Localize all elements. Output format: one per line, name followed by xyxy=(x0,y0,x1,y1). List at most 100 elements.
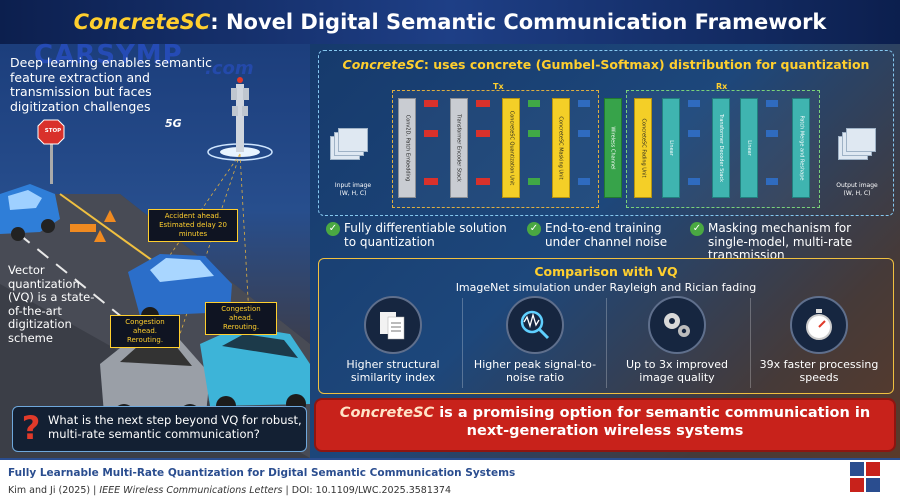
citation-journal: IEEE Wireless Communications Letters xyxy=(99,485,283,496)
output-image-icon xyxy=(846,128,876,152)
fading-unit-block: ConcreteSC Fading Unit xyxy=(634,98,652,198)
conclusion-text: ConcreteSC is a promising option for sem… xyxy=(318,404,892,440)
feature-token xyxy=(578,100,590,107)
check-icon: ✓ xyxy=(527,222,541,236)
architecture-box xyxy=(318,50,894,216)
metric-label: 39x faster processing speeds xyxy=(759,358,879,384)
question-text: What is the next step beyond VQ for robu… xyxy=(48,413,302,441)
block-label: ConcreteSC Masking Unit xyxy=(558,116,565,180)
teal-car-icon xyxy=(200,326,310,416)
linear-block: Linear xyxy=(662,98,680,198)
comparison-title: Comparison with VQ xyxy=(534,264,678,279)
feature-token xyxy=(528,100,540,107)
block-label: Linear xyxy=(745,140,752,156)
arch-title-highlight: ConcreteSC xyxy=(342,57,424,72)
feature-token xyxy=(688,100,700,107)
block-label: Conv2D, Patch Embedding xyxy=(404,114,411,182)
feature-token xyxy=(578,130,590,137)
footer xyxy=(0,458,900,501)
block-label: ConcreteSC Fading Unit xyxy=(640,118,646,178)
title-rest: : Novel Digital Semantic Communication F… xyxy=(210,10,827,34)
callout-line: Accident ahead. xyxy=(164,212,222,220)
comparison-box xyxy=(318,258,894,394)
feature-token xyxy=(688,130,700,137)
block-label: Transformer Decoder Stack xyxy=(718,113,725,183)
stopwatch-icon xyxy=(790,296,848,354)
rx-label: Rx xyxy=(716,82,728,91)
road-barrier-icon xyxy=(70,224,96,232)
input-image-label: Input image xyxy=(334,182,372,189)
linear-block: Linear xyxy=(740,98,758,198)
feature-token xyxy=(766,178,778,185)
feature-token xyxy=(424,100,438,107)
page-title: ConcreteSC: Novel Digital Semantic Commu… xyxy=(0,0,900,44)
wireless-channel-block: Wireless Channel xyxy=(604,98,622,198)
citation-authors: Kim and Ji (2025) xyxy=(8,485,91,496)
quantization-unit-block: ConcreteSC Quantization Unit xyxy=(502,98,520,198)
rx-transformer-block: Transformer Decoder Stack xyxy=(712,98,730,198)
feature-token xyxy=(476,130,490,137)
feature-token xyxy=(766,130,778,137)
arch-title-rest: : uses concrete (Gumbel-Softmax) distrib… xyxy=(423,57,870,72)
check-icon: ✓ xyxy=(690,222,704,236)
metric-label: Up to 3x improved image quality xyxy=(625,358,729,384)
feature-token xyxy=(688,178,700,185)
header-bar xyxy=(0,0,900,44)
conv-block: Conv2D, Patch Embedding xyxy=(398,98,416,198)
feature-token xyxy=(766,100,778,107)
callout-accident: Accident ahead. Estimated delay 20 minut… xyxy=(148,209,238,242)
magnifier-signal-icon xyxy=(506,296,564,354)
stop-sign-label: STOP xyxy=(44,128,62,134)
output-image-dims: (W, H, C) xyxy=(843,190,871,197)
vq-text: Vector quantization (VQ) is a state-of-t… xyxy=(8,263,95,345)
output-image-label: Output image xyxy=(836,182,878,189)
check-icon: ✓ xyxy=(326,222,340,236)
callout-line: Rerouting. xyxy=(222,323,260,331)
crashed-car-icon xyxy=(0,184,60,241)
block-label: Linear xyxy=(667,140,674,156)
feature-token xyxy=(424,130,438,137)
check-text: Fully differentiable solution to quantiz… xyxy=(344,221,507,249)
input-image-icon xyxy=(338,128,368,152)
callout-line: Congestion ahead. xyxy=(125,318,165,335)
callout-congestion: Congestion ahead. Rerouting. xyxy=(110,315,180,348)
feature-token xyxy=(424,178,438,185)
feature-token xyxy=(476,178,490,185)
conclusion-rest: is a promising option for semantic commu… xyxy=(434,405,871,439)
conclusion-highlight: ConcreteSC xyxy=(339,405,435,421)
traffic-cone-icon xyxy=(94,230,106,242)
metric-divider xyxy=(462,298,463,388)
block-label: Wireless Channel xyxy=(610,126,617,170)
question-mark-icon: ? xyxy=(21,409,41,447)
stop-sign-icon xyxy=(37,119,65,184)
feature-token xyxy=(476,100,490,107)
callout-line: Rerouting. xyxy=(126,336,164,344)
callout-line: Congestion ahead. xyxy=(221,305,261,322)
traffic-cone-icon xyxy=(104,210,116,222)
feature-token xyxy=(578,178,590,185)
block-label: ConcreteSC Quantization Unit xyxy=(508,110,515,186)
citation-separator: | xyxy=(90,485,100,496)
tx-transformer-block: Transformer Encoder Stack xyxy=(450,98,468,198)
comparison-subtitle: ImageNet simulation under Rayleigh and R… xyxy=(455,281,757,294)
question-box xyxy=(12,406,307,452)
architecture-title: ConcreteSC: uses concrete (Gumbel-Softma… xyxy=(320,57,892,72)
publisher-logo-icon xyxy=(850,462,880,492)
conclusion-box xyxy=(314,398,896,452)
metric-divider xyxy=(606,298,607,388)
callout-congestion: Congestion ahead. Rerouting. xyxy=(205,302,277,335)
watermark-text: CARSYMP xyxy=(34,40,183,70)
paper-title-link[interactable]: Fully Learnable Multi-Rate Quantization … xyxy=(8,467,516,479)
callout-line: Estimated delay 20 minutes xyxy=(159,221,227,238)
metric-label: Higher peak signal-to-noise ratio xyxy=(473,358,597,384)
tower-5g-label: 5G xyxy=(165,117,182,130)
intro-text: Deep learning enables semantic feature e… xyxy=(10,55,212,114)
watermark-suffix: .com xyxy=(205,58,254,79)
tx-label: Tx xyxy=(493,82,504,91)
check-text: End-to-end training under channel noise xyxy=(545,221,668,249)
check-text: Masking mechanism for single-model, mult… xyxy=(708,221,853,262)
doi-link[interactable]: DOI: 10.1109/LWC.2025.3581374 xyxy=(291,485,452,496)
metric-label: Higher structural similarity index xyxy=(346,358,440,384)
documents-icon xyxy=(364,296,422,354)
